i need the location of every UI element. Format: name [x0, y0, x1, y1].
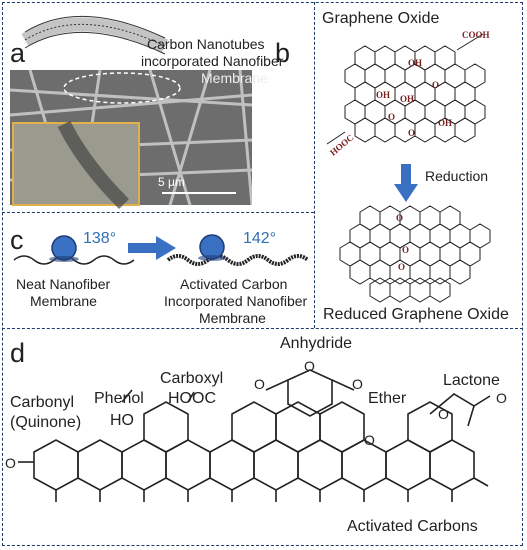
- go-group-oh-3: OH: [400, 94, 415, 104]
- droplet-activated: [166, 234, 310, 266]
- rgo-title: Reduced Graphene Oxide: [323, 306, 509, 323]
- go-group-o-3: O: [408, 128, 416, 138]
- activated-carbon-structure: [18, 369, 491, 502]
- hooc-label: HOOC: [168, 390, 216, 407]
- arrow-right: [128, 236, 176, 260]
- panel-letter-c: c: [10, 225, 24, 255]
- divider-panel-a-c: [2, 212, 314, 213]
- cnt-label-line2: incorporated Nanofiber: [141, 53, 284, 69]
- divider-horizontal: [2, 328, 523, 329]
- angle-142: 142°: [243, 230, 277, 247]
- angle-138: 138°: [83, 230, 117, 247]
- rgo-group-o-2: O: [402, 245, 410, 255]
- divider-vertical: [314, 2, 315, 328]
- cnt-label-line3: Membrane: [201, 70, 268, 86]
- neat-label-1: Neat Nanofiber: [16, 276, 111, 292]
- graphene-oxide-structure: [326, 33, 486, 145]
- lactone-label: Lactone: [443, 372, 500, 389]
- anhydride-o-top: O: [304, 358, 315, 374]
- lactone-o-carbonyl: O: [496, 390, 507, 406]
- quinone-label: (Quinone): [10, 414, 82, 431]
- go-group-oh-1: OH: [408, 58, 423, 68]
- neat-label-2: Membrane: [30, 293, 97, 309]
- panel-letter-a: a: [10, 38, 26, 68]
- carboxyl-label: Carboxyl: [160, 370, 224, 387]
- cnt-label-line1: Carbon Nanotubes: [147, 36, 265, 52]
- scale-bar-label: 5 μm: [158, 175, 185, 189]
- tem-inset: [12, 120, 140, 209]
- ac-label-1: Activated Carbon: [180, 276, 288, 292]
- reduction-label: Reduction: [425, 168, 489, 184]
- nanotube-illustration: [21, 15, 168, 55]
- reduced-graphene-oxide-structure: [339, 205, 491, 303]
- phenol-label: Phenol: [94, 390, 144, 407]
- go-group-o-2: O: [388, 112, 396, 122]
- quinone-o: O: [5, 455, 16, 471]
- reduction-arrow: [394, 164, 418, 202]
- droplet-neat: [13, 235, 135, 265]
- lactone-o-ring: O: [438, 406, 449, 422]
- go-group-o-1: O: [432, 80, 440, 90]
- go-group-oh-2: OH: [376, 90, 391, 100]
- rgo-group-o-1: O: [396, 213, 404, 223]
- carbonyl-label: Carbonyl: [10, 394, 75, 411]
- ether-o: O: [364, 432, 375, 448]
- scale-bar: [162, 192, 236, 194]
- rgo-group-o-3: O: [398, 262, 406, 272]
- activated-carbons-label: Activated Carbons: [347, 518, 478, 535]
- ac-label-2: Incorporated Nanofiber: [164, 293, 308, 309]
- go-group-cooh: COOH: [462, 30, 490, 40]
- ho-label: HO: [110, 412, 134, 429]
- figure-frame: [2, 2, 523, 546]
- panel-letter-b: b: [275, 38, 291, 68]
- panel-letter-d: d: [10, 338, 26, 368]
- anhydride-label: Anhydride: [280, 335, 353, 352]
- ether-label: Ether: [368, 390, 407, 407]
- graphene-oxide-title: Graphene Oxide: [322, 10, 440, 27]
- anhydride-o-left: O: [254, 376, 265, 392]
- anhydride-o-right: O: [352, 376, 363, 392]
- ac-label-3: Membrane: [199, 310, 266, 326]
- go-group-oh-4: OH: [438, 118, 453, 128]
